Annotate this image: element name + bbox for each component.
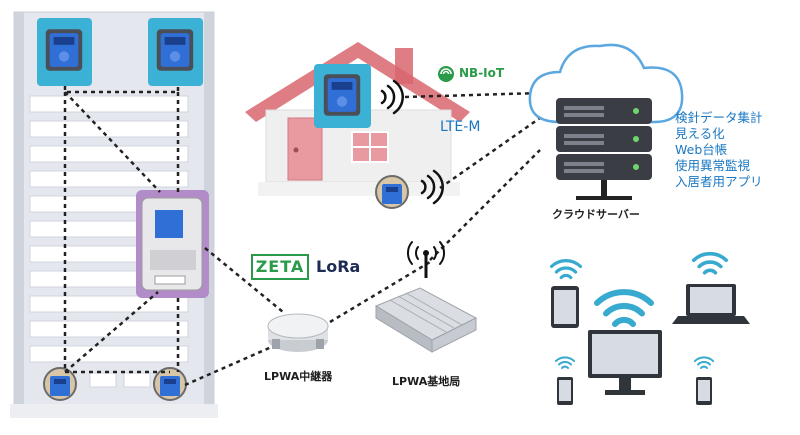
tablet-device [549,259,583,328]
building-meter-top-left [37,18,92,86]
lpwa-relay-label: LPWA中継器 [264,370,333,383]
service-item: 入居者用アプリ [675,174,763,189]
nbiot-badge-icon [438,66,454,82]
house-round-meter [375,175,409,209]
ltem-label: LTE-M [440,119,481,135]
zeta-logo [251,254,309,280]
antenna-icon [407,241,445,278]
building-wiring [63,86,180,374]
lpwa-base-station [374,287,478,353]
service-item: 検針データ集計 [675,110,763,125]
nbiot-label: NB-IoT [459,66,505,80]
network-connections [184,91,541,387]
signal-icon-house [380,79,404,115]
building-meter-lora [136,190,209,298]
building-meter-top-right [148,18,203,86]
service-item: 使用異常監視 [675,158,751,173]
lora-label: LoRa [316,257,361,276]
service-item: Web台帳 [675,142,728,157]
service-item: 見える化 [675,126,725,141]
zeta-label: ZETA [255,257,305,276]
laptop-device [672,251,750,324]
smartphone-left-device [555,356,575,405]
smartphone-right-device [694,356,714,405]
building-meter-bottom-left [43,367,77,401]
house-meter [314,64,371,128]
service-list: 検針データ集計 見える化 Web台帳 使用異常監視 入居者用アプリ [675,110,763,190]
cloud-server [556,98,652,200]
monitor-device [588,292,662,395]
cloud-server-label: クラウドサーバー [552,208,640,221]
lpwa-base-label: LPWA基地局 [392,375,461,388]
lpwa-relay [267,313,329,352]
